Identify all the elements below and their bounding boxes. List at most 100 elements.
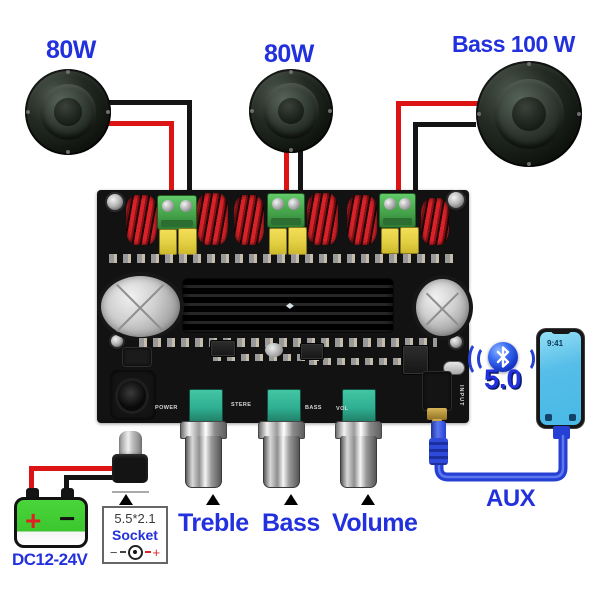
speaker-middle-power-label: 80W (264, 40, 314, 68)
battery: + − (14, 497, 88, 548)
battery-terminal-negative (61, 488, 74, 499)
battery-wire-red-drop (29, 466, 34, 499)
inductor-coil (234, 195, 264, 245)
middle-speaker-wire-black (298, 146, 303, 192)
bluetooth-rune-icon (496, 346, 510, 368)
battery-wire-black-drop (64, 475, 69, 499)
socket-word-label: Socket (112, 526, 158, 543)
film-capacitor (269, 228, 287, 255)
component-block (123, 348, 151, 366)
phone-notch (550, 329, 571, 334)
amplifier-pcb: POWER STERE BASS VOL INPUT (97, 190, 469, 424)
bass-speaker-wire-black-drop (413, 122, 418, 192)
polarity-minus: − (109, 544, 118, 560)
polarity-diagram: − + (109, 544, 161, 560)
aux-label: AUX (486, 485, 536, 512)
polarity-center-pin-icon (127, 544, 143, 560)
aux-plug-strain-relief (429, 438, 448, 465)
potentiometer-treble (189, 389, 223, 424)
smd-component-row (139, 338, 437, 347)
volume-knob (340, 436, 377, 488)
left-speaker-wire-black (108, 100, 192, 105)
bass-speaker-wire-red (396, 101, 480, 106)
left-speaker-wire-black-drop (187, 100, 192, 192)
silkscreen-vol: VOL (336, 406, 349, 412)
inductor-coil (126, 195, 157, 245)
battery-voltage-label: DC12-24V (12, 550, 88, 569)
inductor-coil (197, 193, 228, 245)
ic-chip (210, 340, 236, 357)
dc-plug-body (112, 454, 148, 483)
aux-input-jack (423, 372, 451, 410)
smd-component-row (213, 354, 323, 361)
smartphone: 9:41 (537, 329, 584, 428)
speaker-left-power-label: 80W (46, 36, 96, 64)
arrow-up-icon (284, 494, 298, 505)
aux-plug-barrel (431, 421, 446, 440)
speaker-terminal-left (157, 195, 197, 230)
polarity-line-positive (144, 551, 151, 553)
divider-line (112, 491, 149, 493)
terminal-screw (162, 200, 174, 212)
arrow-up-icon (206, 494, 220, 505)
smd-component-row (309, 358, 414, 365)
speaker-middle (249, 69, 333, 153)
speaker-terminal-middle (267, 193, 305, 228)
terminal-screw (399, 198, 411, 210)
film-capacitor (178, 228, 197, 255)
film-capacitor (381, 228, 399, 254)
bluetooth-version-label: 5.0 (484, 364, 522, 394)
dc-plug-tip (119, 431, 142, 456)
speaker-dust-cap (277, 97, 305, 125)
ic-chip (402, 345, 429, 375)
dc-power-jack (110, 370, 156, 420)
potentiometer-bass (267, 389, 301, 424)
bass-speaker-wire-red-drop (396, 101, 401, 192)
flashlight-icon (545, 414, 552, 421)
bass-knob (263, 436, 300, 488)
bluetooth-wave-icon (468, 341, 490, 377)
phone-clock: 9:41 (547, 339, 564, 348)
speaker-bass-power-label: Bass 100 W (452, 31, 575, 57)
camera-icon (569, 414, 576, 421)
mounting-hole (111, 335, 123, 347)
silkscreen-stereo: STERE (231, 402, 252, 408)
polarity-plus: + (152, 544, 161, 560)
polarity-line-negative (119, 551, 126, 553)
socket-size-label: 5.5*2.1 (114, 510, 156, 526)
arrow-up-icon (119, 494, 133, 505)
battery-minus-sign: − (59, 503, 76, 534)
aux-cable (434, 431, 568, 482)
crystal-component (265, 343, 283, 357)
film-capacitor (288, 227, 307, 255)
battery-wire-black (64, 475, 115, 480)
terminal-screw (384, 198, 396, 210)
silkscreen-input: INPUT (458, 385, 464, 407)
heatsink (183, 279, 393, 332)
electrolytic-capacitor-right (416, 279, 469, 336)
film-capacitor (159, 229, 177, 255)
ic-chip (300, 343, 324, 360)
speaker-terminal-bass (379, 193, 416, 228)
left-speaker-wire-red-drop (169, 121, 174, 192)
speaker-bass (476, 61, 582, 167)
battery-plus-sign: + (25, 505, 42, 536)
left-speaker-wire-red (108, 121, 174, 126)
terminal-screw (288, 198, 300, 210)
inductor-coil (421, 198, 449, 245)
aux-jack-contacts (427, 408, 447, 420)
smd-component-row (109, 254, 454, 263)
treble-knob (185, 436, 222, 488)
treble-label: Treble (178, 509, 249, 537)
inductor-coil (307, 193, 338, 245)
mounting-hole (450, 336, 462, 348)
socket-callout-box: 5.5*2.1 Socket − + (102, 506, 168, 564)
bluetooth-icon (488, 342, 518, 372)
speaker-dust-cap (54, 98, 82, 126)
mounting-screw (107, 194, 123, 210)
inductor-coil (347, 195, 377, 245)
mounting-screw (448, 192, 464, 208)
bass-speaker-wire-black (413, 122, 476, 127)
speaker-dust-cap (512, 97, 546, 131)
